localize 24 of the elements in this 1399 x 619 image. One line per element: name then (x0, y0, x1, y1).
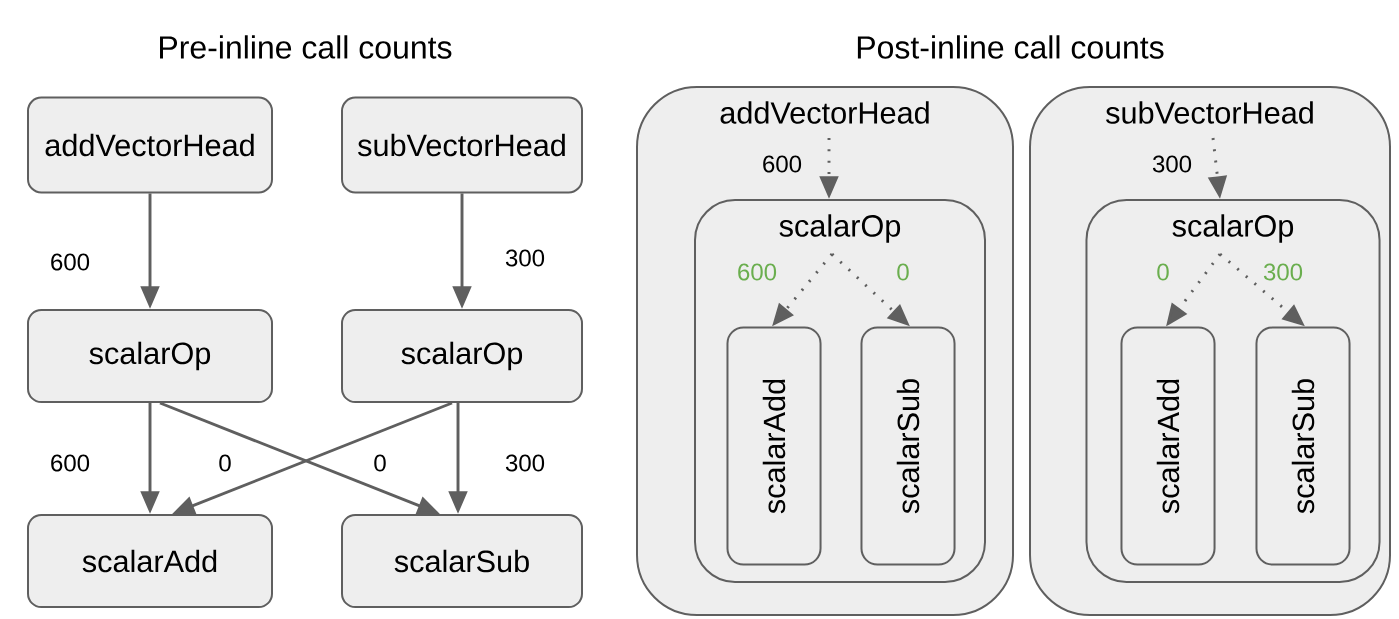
edge-label: 600 (735, 262, 779, 282)
edge-label: 300 (1261, 262, 1305, 282)
process-box: scalarAdd (726, 326, 822, 566)
process-box: scalarSub (1255, 326, 1351, 566)
process-box: scalarOp (341, 309, 583, 403)
edge-label: 600 (48, 453, 92, 473)
heading: Post-inline call counts (857, 35, 1164, 59)
edge-label: 600 (760, 154, 804, 174)
process-box: scalarSub (341, 514, 583, 608)
edge-label: 600 (48, 252, 92, 272)
edge-label: 300 (503, 453, 547, 473)
edge-label: 300 (503, 248, 547, 268)
edge-label: 300 (1150, 154, 1194, 174)
process-box: scalarAdd (27, 514, 273, 608)
process-box: addVectorHead (27, 96, 273, 194)
heading: Pre-inline call counts (160, 35, 452, 59)
process-box: subVectorHead (341, 96, 583, 194)
process-box: scalarOp (27, 309, 273, 403)
edge-label: 0 (895, 262, 911, 282)
process-box: scalarAdd (1120, 326, 1216, 566)
process-box: scalarSub (860, 326, 956, 566)
edge-label: 0 (372, 453, 388, 473)
edge-label: 0 (1155, 262, 1171, 282)
edge-label: 0 (217, 453, 233, 473)
